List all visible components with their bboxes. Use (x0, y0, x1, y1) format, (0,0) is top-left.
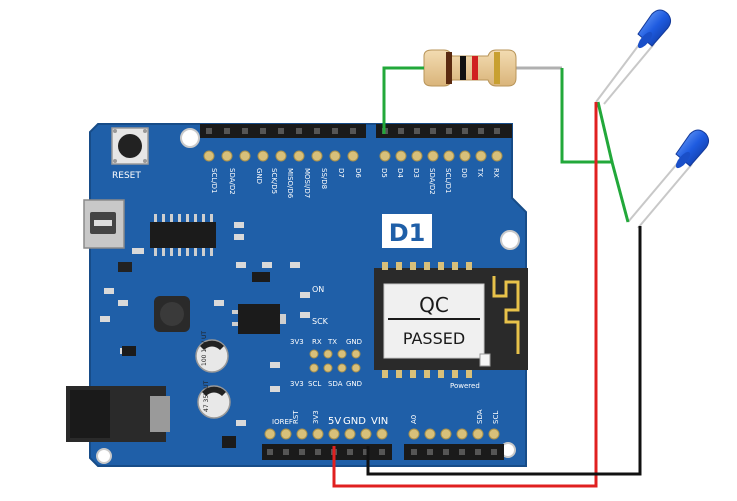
pin-label: MISO/D6 (286, 168, 294, 199)
top-left-pin-labels: SCL/D1 SDA/D2 GND SCK/D5 MISO/D6 MOSI/D7… (210, 168, 362, 199)
power-led (479, 353, 491, 367)
icsp-label: GND (346, 338, 362, 346)
bottom-analog-header (404, 444, 504, 460)
reset-label: RESET (112, 171, 141, 181)
pin-label: SCL (492, 411, 500, 424)
diode (222, 436, 236, 448)
icsp-label: 3V3 (290, 380, 304, 388)
black-wire-gnd (366, 226, 642, 476)
pin-label: GND (255, 168, 263, 184)
pin-label: SCL/D1 (210, 168, 218, 193)
icsp-label: SCL (308, 380, 321, 388)
sck-led-label: SCK (312, 317, 329, 326)
pin-label: SCL/D1 (444, 168, 452, 193)
pin-label: SDA (476, 409, 484, 424)
svg-text:D1: D1 (389, 219, 426, 247)
icsp-header: 3V3 RX TX GND 3V3 SCL SDA GND (290, 338, 364, 388)
dc-power-jack (66, 386, 170, 442)
mounting-hole (180, 128, 200, 148)
green-wire-d5-to-resistor (382, 66, 424, 134)
pin-label: SDA/D2 (228, 168, 236, 195)
pin-label: A0 (410, 415, 418, 424)
icsp-label: GND (346, 380, 362, 388)
top-left-header (200, 124, 366, 138)
bottom-analog-labels: A0 SDA SCL (410, 409, 500, 424)
pin-label: SDA/D2 (428, 168, 436, 195)
reset-button (111, 127, 149, 165)
pin-label: D7 (337, 168, 345, 178)
icsp-label: 3V3 (290, 338, 304, 346)
green-wire-resistor-to-leds (560, 68, 630, 223)
passed-label: PASSED (403, 329, 465, 348)
pin-label: MOSI/D7 (303, 168, 311, 198)
bottom-power-labels: IOREF RST 3V3 5V GND VIN (272, 410, 388, 427)
pin-label: SS/D8 (320, 168, 328, 189)
capacitor-label: 100 16V UT (201, 331, 208, 366)
capacitor-100uf: 100 16V UT (195, 331, 229, 373)
usb-serial-chip (150, 214, 216, 256)
pin-label: VIN (371, 416, 388, 427)
pin-label: D0 (460, 168, 468, 178)
capacitor-label: 47 35V UT (203, 380, 210, 412)
mounting-hole (500, 230, 520, 250)
resistor (388, 49, 562, 87)
pin-label: 5V (328, 416, 341, 427)
icsp-label: RX (312, 338, 322, 346)
pin-label: D4 (396, 168, 404, 178)
top-pads (203, 150, 503, 162)
blue-led-bottom (627, 129, 710, 229)
pin-label: IOREF (272, 418, 293, 426)
pin-label: RST (292, 410, 300, 424)
icsp-label: SDA (328, 380, 343, 388)
pin-label: D5 (380, 168, 388, 178)
inductor (154, 296, 190, 332)
capacitor-47uf: 47 35V UT (197, 380, 231, 419)
pin-label: TX (476, 167, 484, 177)
red-wire-5v (332, 102, 598, 488)
qc-label: QC (419, 293, 449, 317)
status-led (118, 262, 132, 272)
top-right-header (376, 124, 512, 138)
transistor (122, 272, 270, 356)
pin-label: D6 (354, 168, 362, 178)
bottom-pads (264, 428, 500, 440)
micro-usb-port (83, 199, 125, 249)
bottom-power-header (262, 444, 392, 460)
pin-label: RX (492, 168, 500, 178)
on-led-label: ON (312, 285, 324, 294)
pin-label: GND (343, 416, 366, 427)
voltage-regulator (232, 304, 286, 334)
esp8266-module: QC PASSED (374, 262, 528, 378)
pin-label: D3 (412, 168, 420, 178)
icsp-label: TX (327, 338, 337, 346)
d1-logo: D1 (382, 214, 432, 248)
pin-label: SCK/D5 (270, 168, 278, 194)
mounting-hole (96, 448, 112, 464)
powered-label: Powered (450, 382, 480, 390)
blue-led-top (595, 9, 672, 105)
pin-label: 3V3 (312, 410, 320, 424)
top-right-pin-labels: D5 D4 D3 SDA/D2 SCL/D1 D0 TX RX (380, 167, 500, 195)
